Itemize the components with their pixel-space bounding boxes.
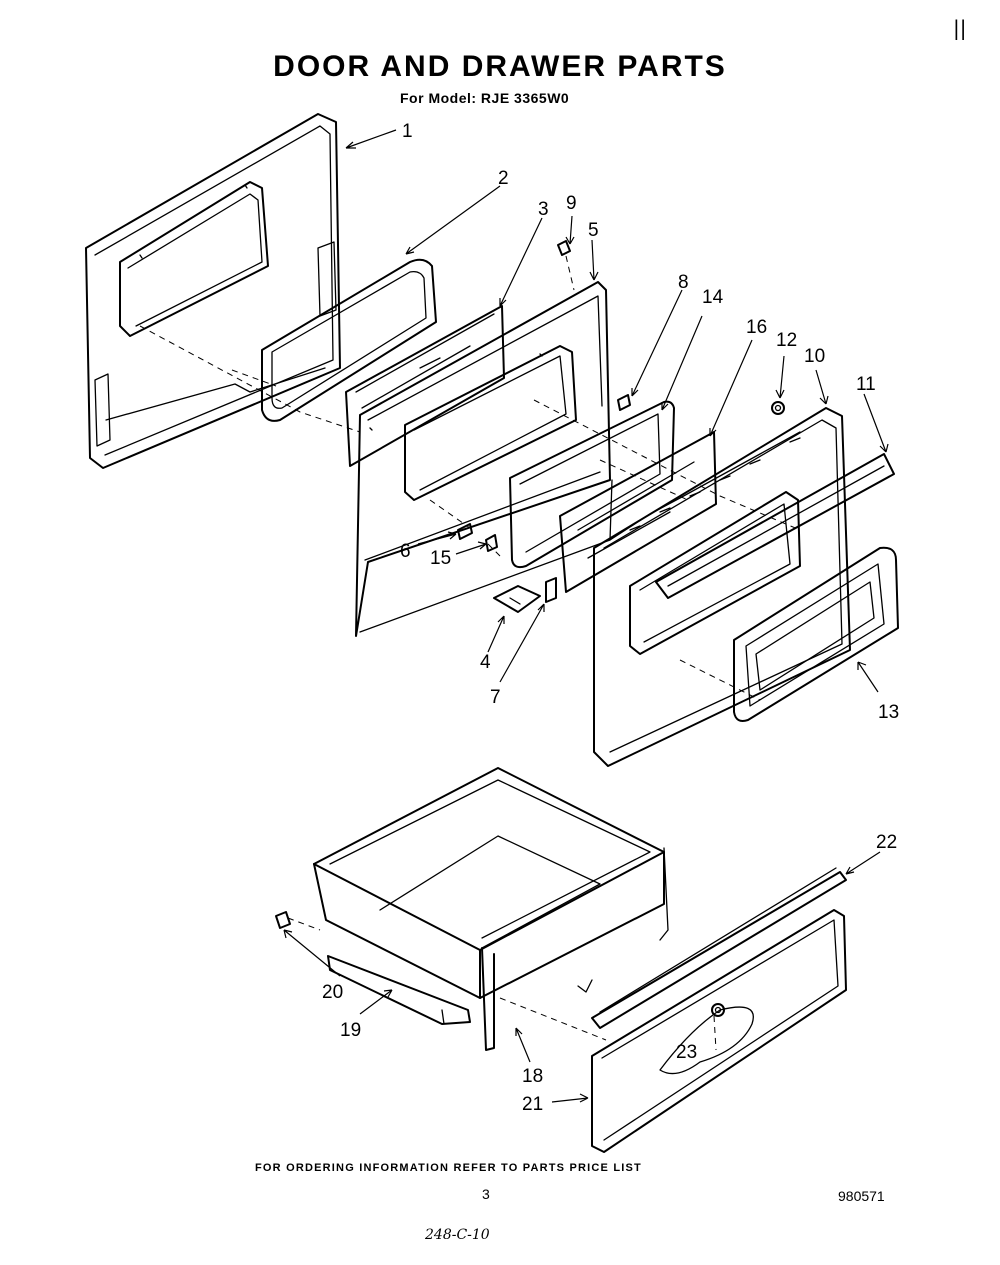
callout-14: 14: [702, 287, 724, 308]
callout-18: 18: [522, 1066, 543, 1087]
part-14-inner-frame: [509, 400, 675, 569]
part-2-door-gasket: [261, 258, 437, 422]
callout-23: 23: [676, 1042, 697, 1063]
part-20-slide-clip: [275, 911, 291, 929]
handwritten-note: 248-C-10: [425, 1227, 490, 1243]
part-7-spacer: [545, 577, 557, 603]
part-9-clip: [557, 240, 571, 256]
callout-16: 16: [746, 317, 767, 338]
callout-19: 19: [340, 1020, 361, 1041]
callout-2: 2: [498, 168, 509, 189]
part-22-drawer-rail: [591, 867, 847, 1029]
part-5-inner-door-panel: [355, 281, 613, 637]
callout-11: 11: [856, 374, 876, 395]
alignment-lines: [139, 255, 801, 1051]
callout-1: 1: [402, 121, 413, 142]
callout-21: 21: [522, 1094, 543, 1115]
document-number: 980571: [838, 1188, 885, 1204]
part-12-nut: [771, 401, 785, 415]
part-1-outer-door-panel: [85, 113, 341, 469]
part-23-screw: [711, 1003, 725, 1017]
callout-13: 13: [878, 702, 899, 723]
part-3-door-glass: [345, 305, 505, 467]
callout-9: 9: [566, 193, 577, 214]
part-11-handle-bar: [655, 453, 895, 599]
part-8-clip: [617, 394, 631, 411]
callout-12: 12: [776, 330, 797, 351]
callout-5: 5: [588, 220, 599, 241]
callout-10: 10: [804, 346, 825, 367]
page-title: DOOR AND DRAWER PARTS: [273, 50, 727, 83]
part-16-inner-glass: [559, 431, 717, 593]
part-18-drawer-box: [313, 767, 669, 1051]
callout-3: 3: [538, 199, 549, 220]
part-4-bracket: [493, 585, 541, 613]
part-10-door-liner: [593, 407, 851, 767]
callout-7: 7: [490, 687, 501, 708]
callout-labels: 1 2 3 9 5 8 14 16 12 10 11 6 15 4 7 13 2…: [322, 121, 899, 1115]
part-6-clip: [457, 523, 473, 540]
callout-6: 6: [400, 541, 411, 562]
callout-4: 4: [480, 652, 491, 673]
part-13-window-frame: [733, 546, 899, 722]
part-21-drawer-front: [591, 909, 847, 1153]
leader-arrows: [283, 129, 889, 1103]
callout-8: 8: [678, 272, 689, 293]
page-number: 3: [482, 1186, 490, 1202]
callout-15: 15: [430, 548, 451, 569]
model-subtitle: For Model: RJE 3365W0: [400, 90, 570, 106]
callout-22: 22: [876, 832, 897, 853]
ordering-note: FOR ORDERING INFORMATION REFER TO PARTS …: [255, 1162, 642, 1174]
part-15-clip: [485, 534, 498, 552]
binder-margin-mark: ||: [953, 16, 967, 40]
callout-20: 20: [322, 982, 343, 1003]
part-19-slide-rail: [327, 955, 471, 1025]
